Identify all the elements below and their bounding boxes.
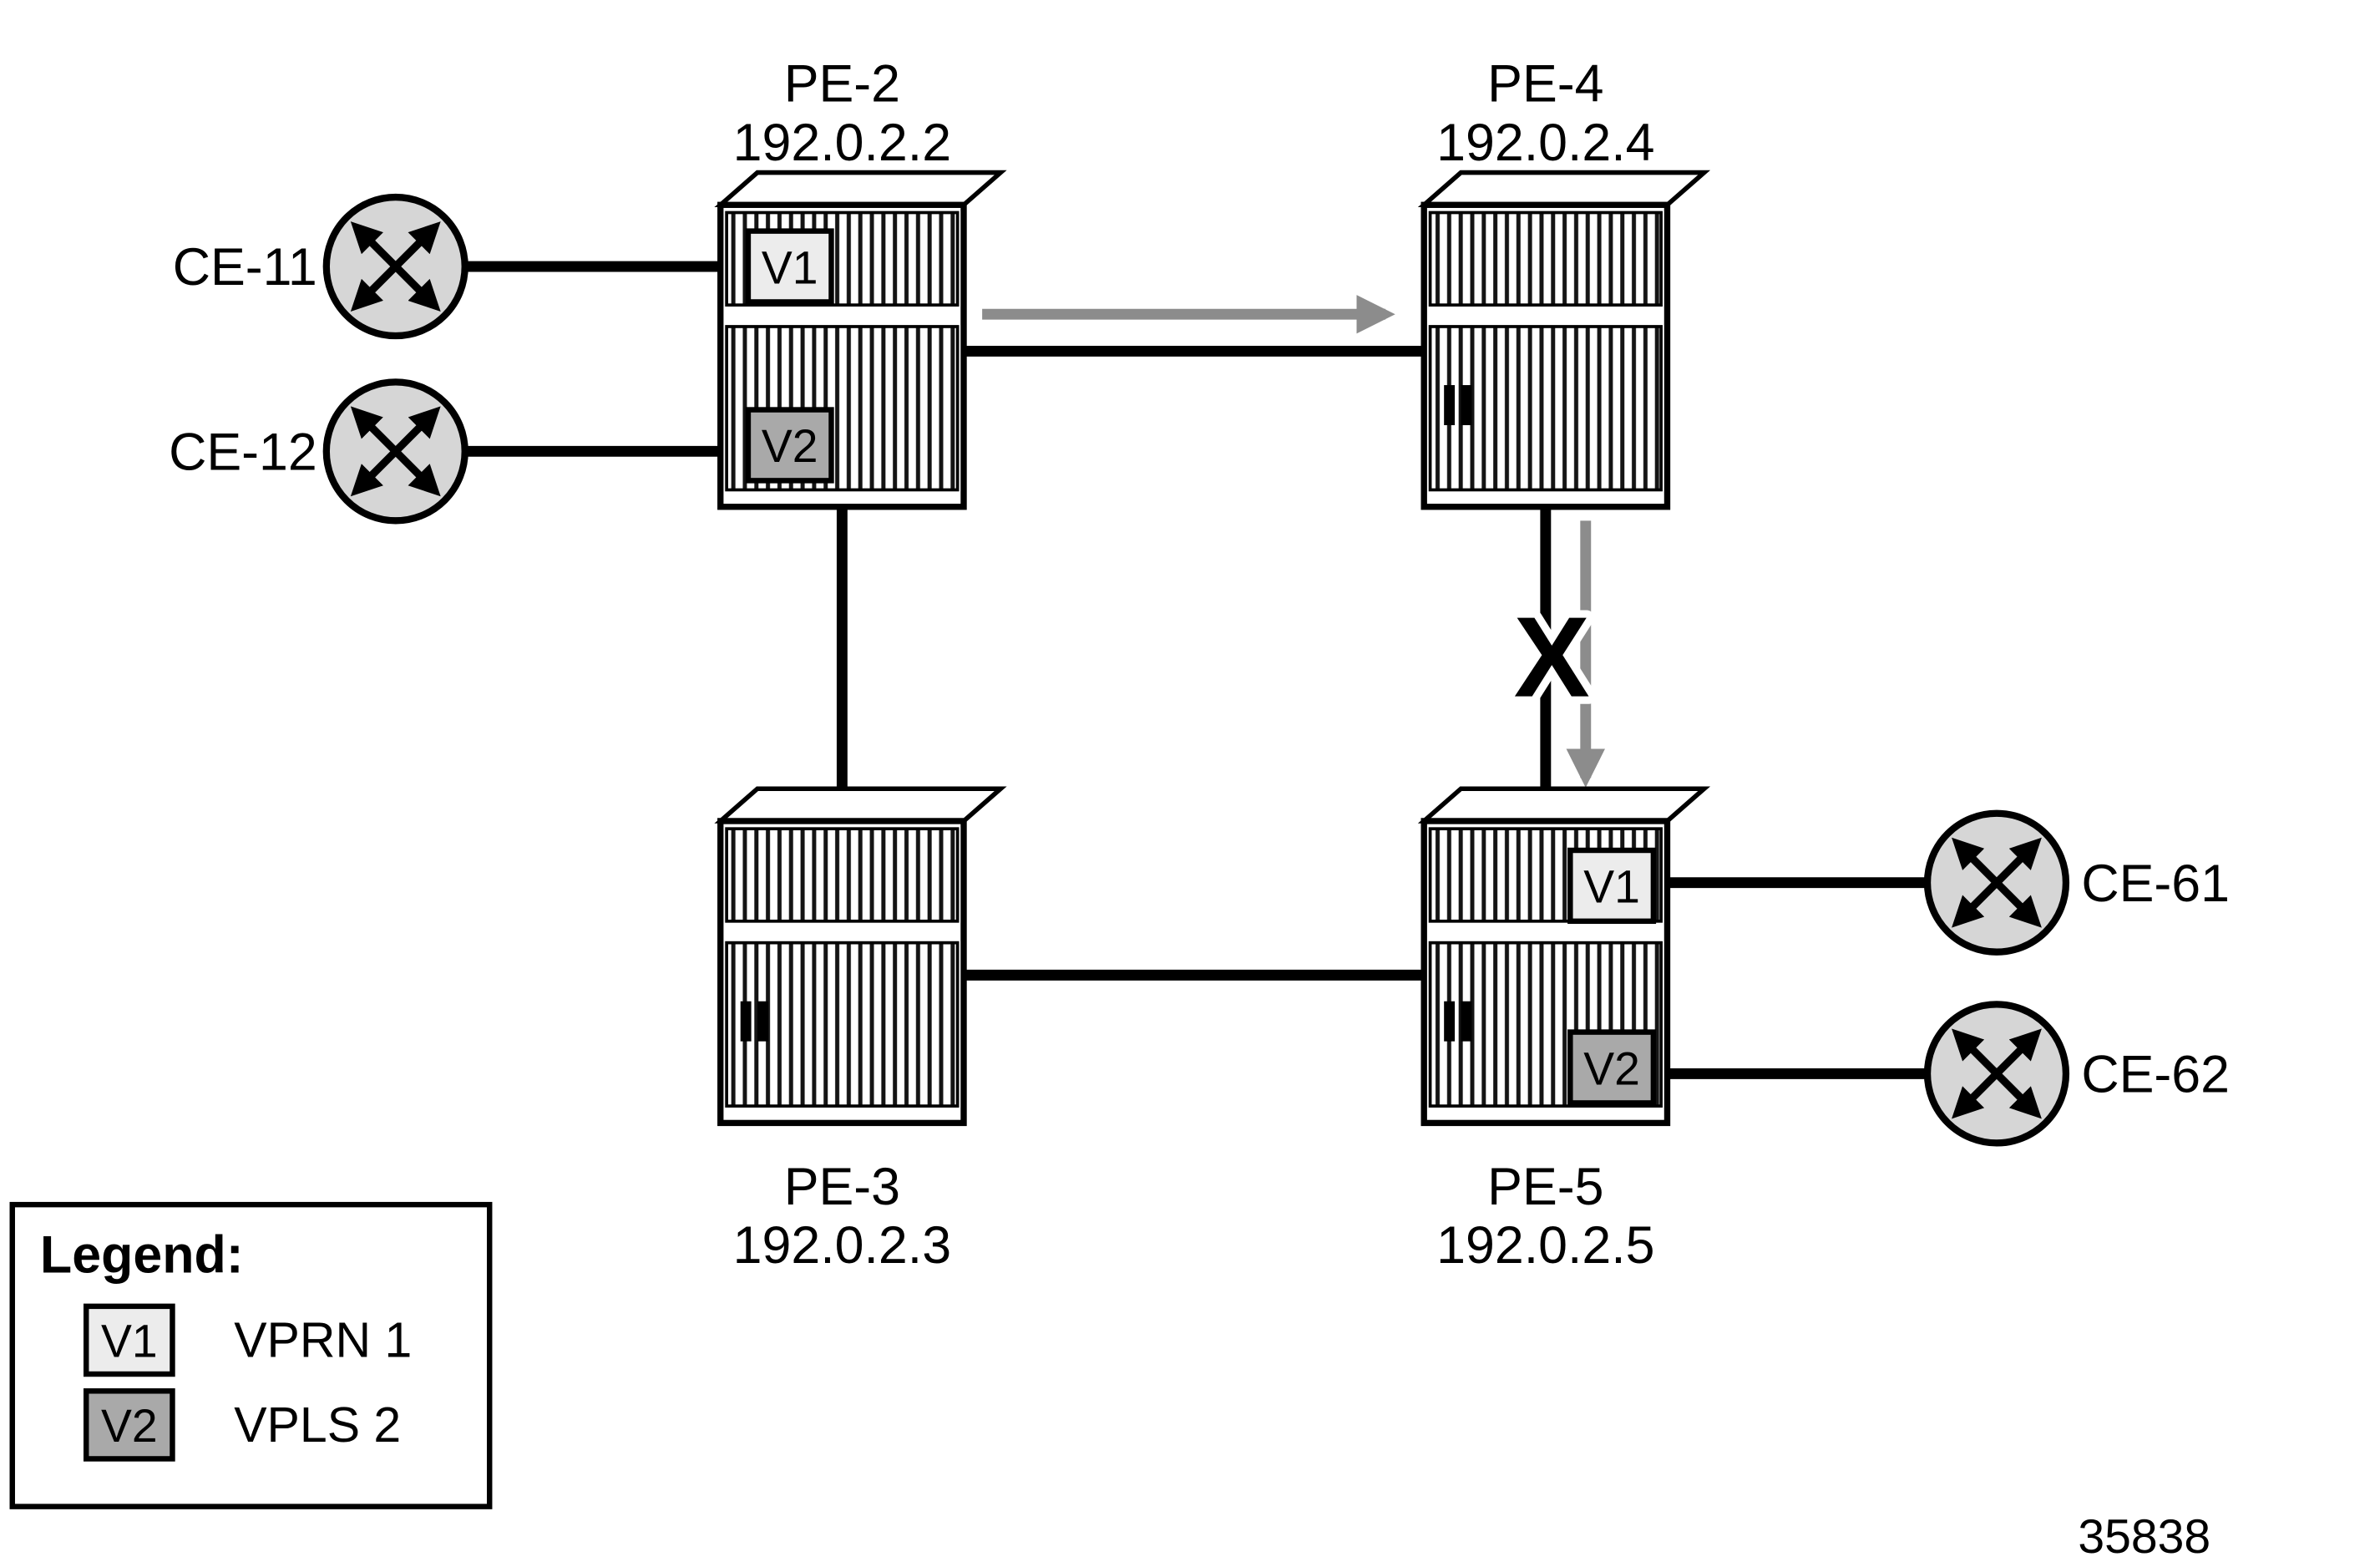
router-pe3 bbox=[714, 786, 1007, 1127]
router-lid bbox=[714, 786, 1007, 824]
router-pe4 bbox=[1417, 170, 1711, 510]
pe3-name-label: PE-3 bbox=[784, 1158, 900, 1216]
pe5-ip-label: 192.0.2.5 bbox=[1436, 1216, 1654, 1275]
legend-v1-badge bbox=[84, 1303, 175, 1377]
pe2-name-label: PE-2 bbox=[784, 55, 900, 114]
pe5-v2-badge-label: V2 bbox=[1583, 1042, 1640, 1094]
router-ce11 bbox=[322, 193, 468, 340]
router-pe5: V1 V2 bbox=[1417, 786, 1711, 1127]
ce62-name-label: CE-62 bbox=[2081, 1046, 2230, 1104]
router-lid bbox=[1417, 170, 1711, 208]
router-shelf-top bbox=[725, 827, 960, 923]
card-handle-mark bbox=[1461, 1001, 1472, 1042]
pe5-v1-badge bbox=[1567, 847, 1657, 925]
card-handle-mark bbox=[1444, 1001, 1456, 1042]
router-shelf-top bbox=[1428, 210, 1663, 307]
legend: Legend: V1 VPRN 1 V2 VPLS 2 bbox=[9, 1201, 493, 1509]
ce-crossed-arrows-icon bbox=[1952, 837, 2042, 928]
router-lid bbox=[714, 170, 1007, 208]
pe2-v2-badge bbox=[745, 407, 834, 484]
figure-number: 35838 bbox=[2078, 1510, 2210, 1562]
legend-v2-label: VPLS 2 bbox=[234, 1397, 401, 1453]
legend-v2-badge-label: V2 bbox=[101, 1400, 158, 1452]
router-ce12 bbox=[322, 378, 468, 525]
card-handle-mark bbox=[1461, 385, 1472, 425]
pe4-name-label: PE-4 bbox=[1487, 55, 1603, 114]
pe5-name-label: PE-5 bbox=[1487, 1158, 1603, 1216]
ce12-name-label: CE-12 bbox=[169, 423, 317, 481]
ce-crossed-arrows-icon bbox=[1952, 1028, 2042, 1119]
traffic-arrows bbox=[982, 294, 1605, 788]
legend-v1-label: VPRN 1 bbox=[234, 1313, 412, 1368]
pe3-ip-label: 192.0.2.3 bbox=[733, 1216, 951, 1275]
ce-crossed-arrows-icon bbox=[350, 406, 441, 497]
legend-v2-badge bbox=[84, 1388, 175, 1462]
card-handle-mark bbox=[740, 1001, 752, 1042]
pe5-v2-badge bbox=[1567, 1029, 1657, 1106]
card-handle-mark bbox=[1444, 385, 1456, 425]
ce11-name-label: CE-11 bbox=[173, 238, 317, 297]
pe2-v1-badge bbox=[745, 228, 834, 305]
pe2-v2-badge-label: V2 bbox=[762, 420, 818, 472]
router-lid bbox=[1417, 786, 1711, 824]
router-ce62 bbox=[1923, 1001, 2070, 1147]
pe5-v1-badge-label: V1 bbox=[1583, 861, 1640, 913]
router-pe2: V1 V2 bbox=[714, 170, 1007, 510]
ce-crossed-arrows-icon bbox=[350, 221, 441, 312]
pe2-v1-badge-label: V1 bbox=[762, 241, 818, 293]
pe2-ip-label: 192.0.2.2 bbox=[733, 114, 951, 172]
legend-v1-badge-label: V1 bbox=[101, 1316, 158, 1367]
links bbox=[464, 261, 1931, 1079]
card-handle-mark bbox=[757, 1001, 768, 1042]
pe4-ip-label: 192.0.2.4 bbox=[1436, 114, 1654, 172]
legend-title: Legend: bbox=[40, 1225, 244, 1284]
link-failure-x-icon: X bbox=[1514, 593, 1590, 721]
router-ce61 bbox=[1923, 809, 2070, 956]
ce61-name-label: CE-61 bbox=[2081, 855, 2230, 913]
